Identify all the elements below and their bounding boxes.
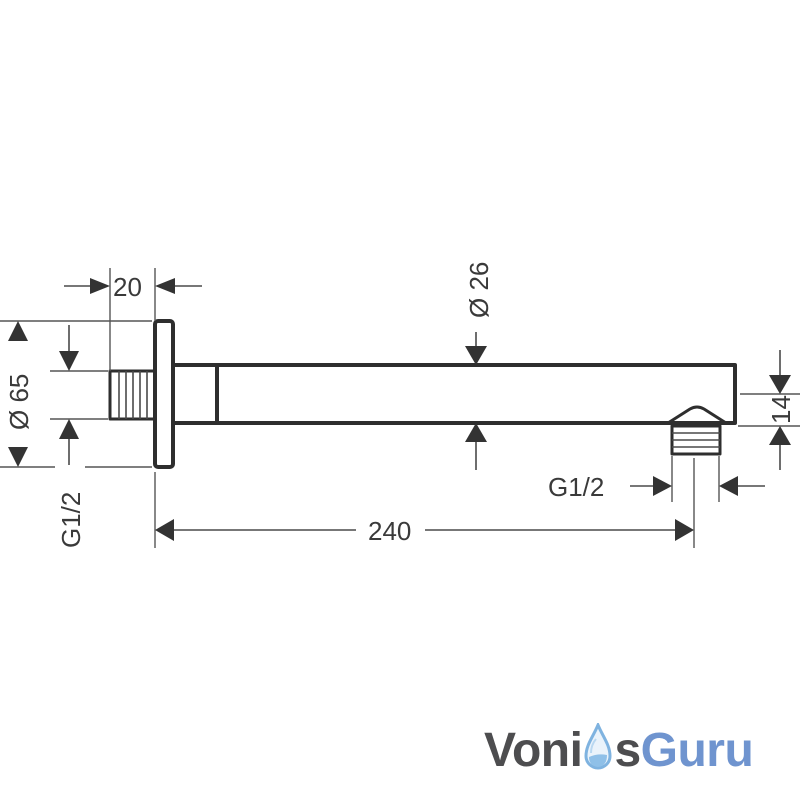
arrow-right-icon <box>90 278 110 294</box>
logo-text-guru: Guru <box>640 723 754 777</box>
dim-inlet-thread: G1/2 <box>50 325 108 548</box>
arrow-left-icon <box>155 278 175 294</box>
arrow-right-icon <box>653 476 672 496</box>
arm-length-label: 240 <box>368 516 411 546</box>
arrow-up-icon <box>8 321 28 341</box>
brand-logo: Voni s Guru <box>484 721 754 778</box>
dim-outlet-thread: G1/2 <box>548 456 765 502</box>
outlet-offset-label: 14 <box>766 395 796 424</box>
water-drop-icon <box>583 721 613 773</box>
arrow-left-icon <box>719 476 738 496</box>
arrow-down-icon <box>465 346 487 365</box>
outlet-dome <box>667 405 727 425</box>
outlet-thread-label: G1/2 <box>548 472 604 502</box>
shower-arm-part <box>108 319 737 469</box>
arm-tube <box>217 363 737 425</box>
inlet-thread-lines <box>118 371 148 419</box>
dim-arm-length: 240 <box>154 458 695 548</box>
arrow-right-icon <box>675 519 694 541</box>
arrow-down-icon <box>769 375 791 394</box>
arm-diameter-label: Ø 26 <box>464 262 494 318</box>
logo-text-s: s <box>614 723 641 777</box>
outlet-thread-lines <box>672 432 720 448</box>
arrow-up-icon <box>59 419 79 439</box>
inlet-thread-label: G1/2 <box>56 492 86 548</box>
flange-diameter-label: Ø 65 <box>4 374 34 430</box>
dim-flange-depth: 20 <box>64 268 202 371</box>
wall-flange <box>153 319 175 469</box>
arrow-up-icon <box>465 423 487 442</box>
arrow-down-icon <box>59 351 79 371</box>
logo-text-voni: Voni <box>484 723 583 777</box>
dim-arm-diameter: Ø 26 <box>464 262 494 470</box>
arrow-down-icon <box>8 447 28 467</box>
arrow-up-icon <box>769 426 791 445</box>
flange-depth-label: 20 <box>113 272 142 302</box>
arrow-left-icon <box>155 519 174 541</box>
dim-outlet-offset: 14 <box>738 350 800 470</box>
dim-flange-diameter: Ø 65 <box>0 320 152 468</box>
